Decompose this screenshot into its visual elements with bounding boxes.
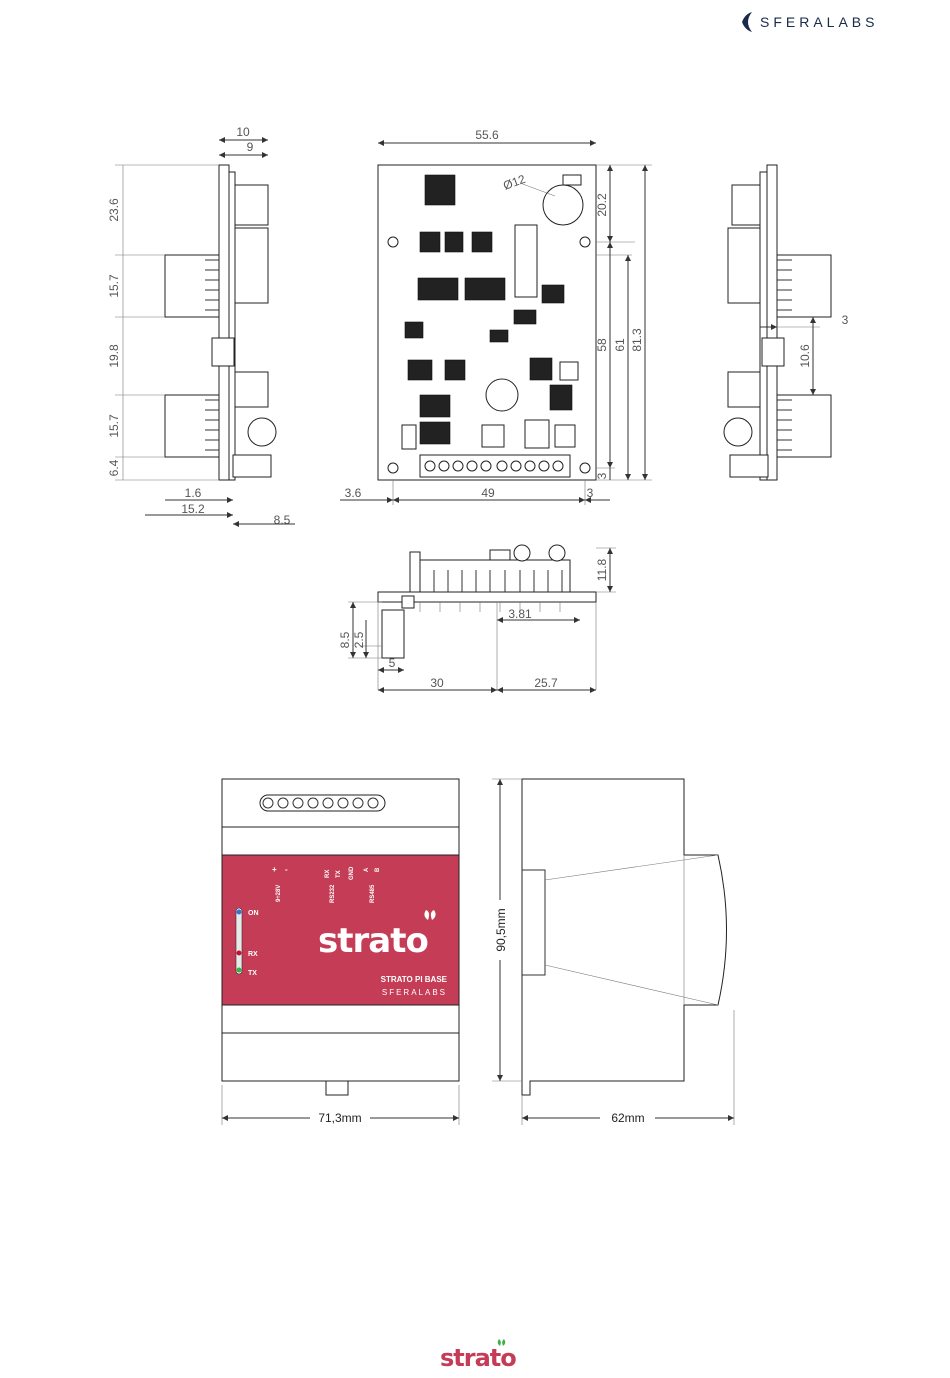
dim-8-5-bottom: 8.5: [338, 631, 352, 648]
sferalabs-header-logo: SFERALABS: [742, 12, 878, 32]
dim-10: 10: [236, 125, 250, 139]
dim-23-6: 23.6: [107, 198, 121, 222]
left-terminal-block-lower: [165, 395, 219, 457]
pcb-edge: [219, 165, 229, 480]
front-view-pcb: 55.6 Ø12 20.2 58 61 81.3 3 3.6 49 3: [340, 128, 652, 505]
dim-11-8: 11.8: [595, 558, 609, 581]
enclosure-side-view: 90,5mm 62mm: [492, 779, 734, 1125]
dim-49: 49: [481, 486, 495, 500]
dim-15-7-b: 15.7: [107, 414, 121, 438]
label-tx: TX: [336, 870, 342, 878]
bottom-connector: [382, 610, 404, 658]
dim-19-8: 19.8: [107, 344, 121, 368]
label-plus: +: [272, 865, 277, 874]
led-tx-icon: [237, 968, 242, 973]
led-strip: [236, 908, 242, 974]
dim-3-v: 3: [595, 472, 609, 479]
dim-55-6: 55.6: [475, 128, 499, 142]
dim-1-6: 1.6: [185, 486, 202, 500]
dim-25-7: 25.7: [534, 676, 558, 690]
enclosure-side-outline: [522, 779, 727, 1095]
left-terminal-block-upper: [165, 255, 219, 317]
label-rs232: RS232: [330, 884, 336, 903]
dim-3-81: 3.81: [508, 607, 532, 621]
dim-15-2: 15.2: [181, 502, 205, 516]
led-rx-icon: [237, 951, 242, 956]
sferalabs-swoosh-icon: [742, 12, 752, 32]
header-brand: SFERALABS: [760, 14, 878, 30]
dim-15-7-a: 15.7: [107, 274, 121, 298]
label-a: A: [364, 867, 370, 872]
dim-61: 61: [613, 338, 627, 352]
dim-30: 30: [430, 676, 444, 690]
label-minus: -: [285, 865, 288, 874]
product-name: STRATO PI BASE: [381, 975, 448, 984]
dim-3-right: 3: [842, 313, 849, 327]
footer-strato-logo: strato: [440, 1339, 516, 1372]
dim-20-2: 20.2: [595, 193, 609, 217]
label-power: 9÷28V: [276, 885, 282, 902]
dim-62mm: 62mm: [611, 1111, 644, 1125]
dim-3-6: 3.6: [345, 486, 362, 500]
left-side-view: 10 9 23.6 15.7 19.8 15.7 6.4 1.6 15.2 8.…: [107, 125, 295, 527]
led-label-rx: RX: [248, 951, 258, 958]
dim-58: 58: [595, 338, 609, 352]
label-rx: RX: [325, 870, 331, 878]
dim-10-6: 10.6: [798, 344, 812, 368]
dim-81-3: 81.3: [630, 328, 644, 352]
coin-battery: [543, 185, 583, 225]
right-terminal-block-upper: [777, 255, 831, 317]
dim-71-3mm: 71,3mm: [318, 1111, 361, 1125]
dim-90-5mm: 90,5mm: [494, 908, 508, 951]
right-terminal-block-lower: [777, 395, 831, 457]
label-b: B: [375, 867, 381, 872]
panel-brand: SFERALABS: [382, 988, 447, 997]
led-label-tx: TX: [248, 970, 257, 977]
dim-5: 5: [389, 656, 396, 670]
strato-logo: strato: [318, 921, 428, 961]
right-side-view: 3 10.6: [724, 165, 849, 480]
led-on-icon: [237, 910, 242, 915]
dim-6-4: 6.4: [107, 459, 121, 476]
enclosure-front-view: + - 9÷28V RX TX GND RS232 A B RS485 ON R…: [222, 779, 459, 1125]
bottom-view: 11.8 3.81 8.5 2.5 5 30 25.7: [338, 545, 616, 690]
label-gnd: GND: [349, 866, 355, 880]
dim-9: 9: [247, 140, 254, 154]
footer-logo-text: strato: [440, 1344, 516, 1372]
dim-2-5: 2.5: [352, 631, 366, 648]
led-label-on: ON: [248, 910, 259, 917]
label-rs485: RS485: [370, 884, 376, 903]
dim-8-5: 8.5: [274, 513, 291, 527]
dim-3-h: 3: [587, 486, 594, 500]
din-clip: [326, 1081, 348, 1095]
